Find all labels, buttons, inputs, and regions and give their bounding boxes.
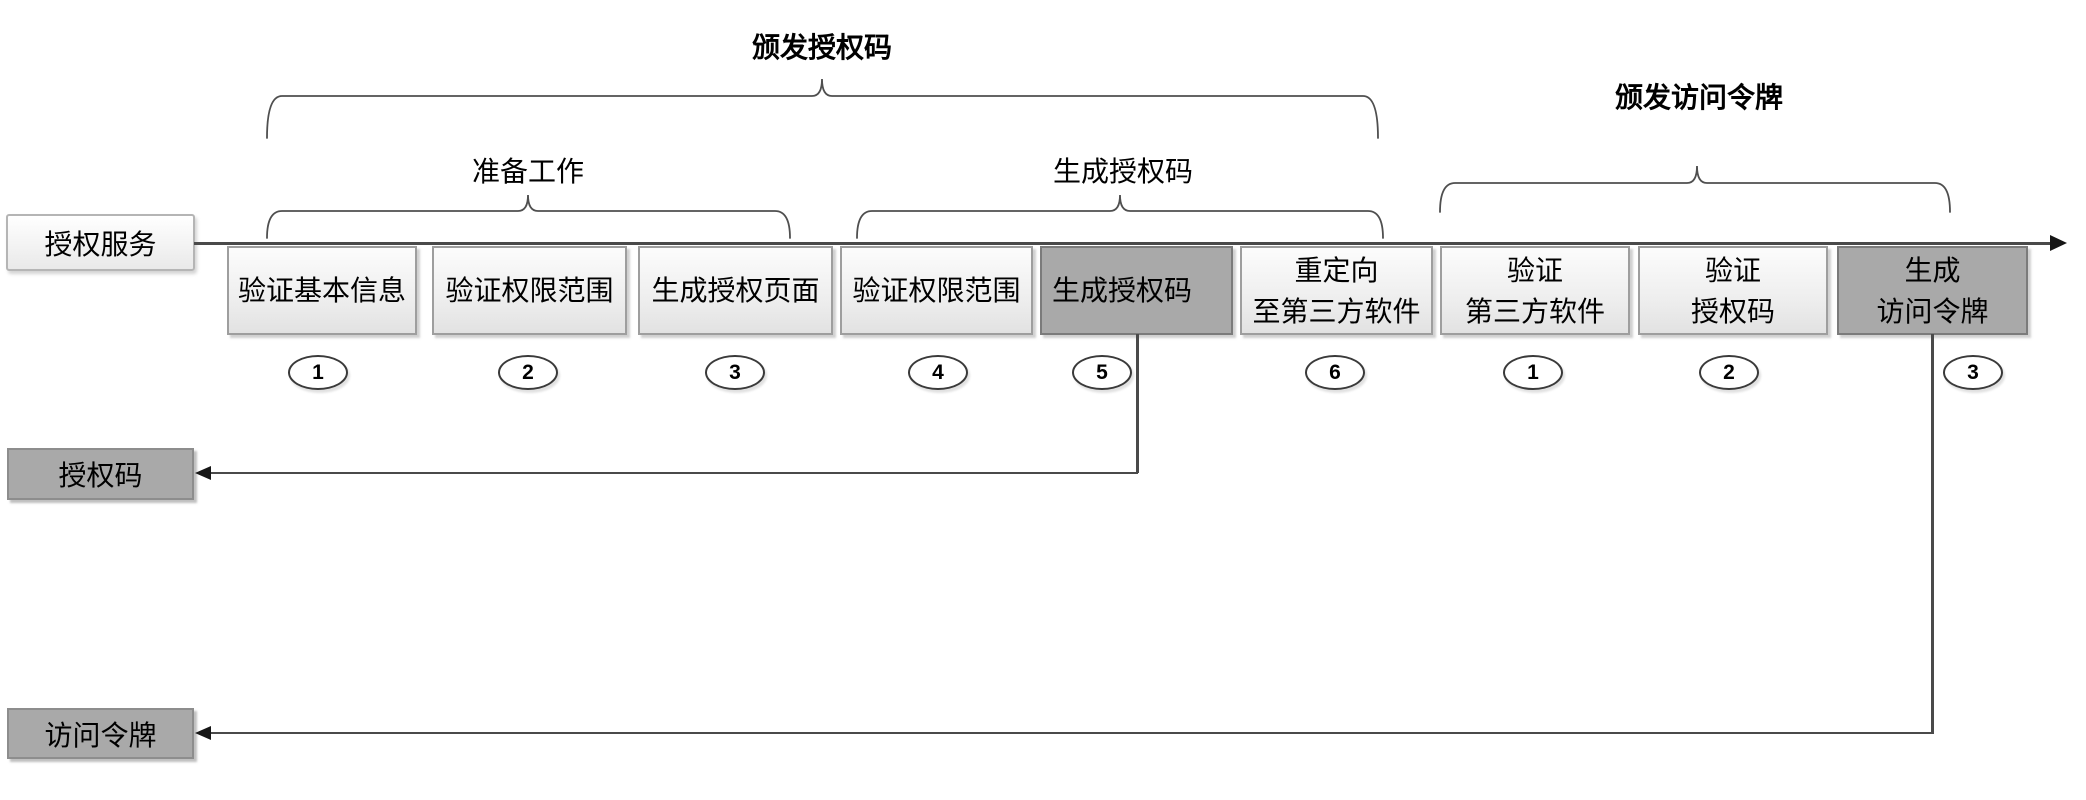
output-box-auth-code: 授权码 — [7, 448, 194, 500]
timeline-line — [194, 242, 2054, 245]
step-label-line2: 访问令牌 — [1876, 295, 1989, 327]
step-label-line1: 重定向 — [1294, 254, 1379, 286]
step-box-verify-scope-1: 验证权限范围 — [432, 246, 627, 335]
step-box-verify-third-party: 验证第三方软件 — [1440, 246, 1630, 335]
step-number-badge-2: 2 — [498, 355, 558, 390]
step-number-badge-5: 5 — [1072, 355, 1132, 390]
step-label-line1: 验证 — [1704, 254, 1761, 286]
step-number: 3 — [1967, 360, 1979, 384]
step-number-badge-7: 1 — [1503, 355, 1563, 390]
timeline-arrowhead-icon — [2050, 235, 2067, 251]
step-number: 3 — [729, 360, 741, 384]
brace-issue-access-token — [1439, 165, 1951, 213]
phase-title-issue-auth-code: 颁发授权码 — [751, 32, 892, 63]
output-label: 访问令牌 — [44, 719, 157, 751]
step-label-line2: 授权码 — [1690, 295, 1775, 327]
step-box-verify-auth-code: 验证授权码 — [1638, 246, 1828, 335]
step-box-generate-access-token: 生成访问令牌 — [1837, 246, 2028, 335]
lane-label-auth-service: 授权服务 — [6, 214, 195, 271]
step-label-line2: 至第三方软件 — [1252, 295, 1421, 327]
auth-code-arrowhead-icon — [195, 466, 211, 480]
step-number: 4 — [932, 360, 944, 384]
step-label-line1: 验证 — [1506, 254, 1563, 286]
output-box-access-token: 访问令牌 — [7, 708, 194, 759]
step-number-badge-1: 1 — [288, 355, 348, 390]
step-number-badge-9: 3 — [1943, 355, 2003, 390]
lane-label-text: 授权服务 — [44, 228, 157, 260]
group-title-preparation: 准备工作 — [471, 156, 584, 187]
step-box-redirect-third-party: 重定向至第三方软件 — [1240, 246, 1433, 335]
step-label: 生成授权页面 — [651, 275, 820, 306]
step-label: 验证权限范围 — [445, 275, 614, 306]
step-box-generate-auth-code: 生成授权码 — [1040, 246, 1233, 335]
step-number: 6 — [1329, 360, 1341, 384]
brace-issue-auth-code — [266, 78, 1379, 139]
step-number: 2 — [1723, 360, 1735, 384]
step-number-badge-3: 3 — [705, 355, 765, 390]
brace-preparation — [266, 194, 791, 239]
step-number-badge-6: 6 — [1305, 355, 1365, 390]
step-number: 1 — [1527, 360, 1539, 384]
step-box-verify-scope-2: 验证权限范围 — [840, 246, 1033, 335]
output-label: 授权码 — [58, 460, 143, 491]
group-title-generate-code: 生成授权码 — [1052, 156, 1193, 187]
connector-access-token-vertical — [1931, 334, 1934, 734]
step-label-line1: 生成 — [1904, 254, 1961, 286]
step-box-generate-auth-page: 生成授权页面 — [638, 246, 833, 335]
step-label: 验证基本信息 — [237, 275, 406, 306]
step-number: 1 — [312, 360, 324, 384]
step-number: 2 — [522, 360, 534, 384]
connector-auth-code-vertical — [1136, 334, 1139, 473]
connector-access-token-horizontal — [209, 732, 1933, 734]
step-label: 验证权限范围 — [852, 275, 1021, 306]
brace-generate-code — [856, 194, 1384, 239]
step-label-line2: 第三方软件 — [1464, 295, 1605, 327]
step-box-verify-basic-info: 验证基本信息 — [227, 246, 417, 335]
access-token-arrowhead-icon — [195, 726, 211, 740]
step-label: 生成授权码 — [1052, 275, 1193, 306]
step-number-badge-4: 4 — [908, 355, 968, 390]
step-number: 5 — [1096, 360, 1108, 384]
phase-title-issue-access-token: 颁发访问令牌 — [1614, 82, 1783, 113]
connector-auth-code-horizontal — [209, 472, 1138, 474]
step-number-badge-8: 2 — [1699, 355, 1759, 390]
